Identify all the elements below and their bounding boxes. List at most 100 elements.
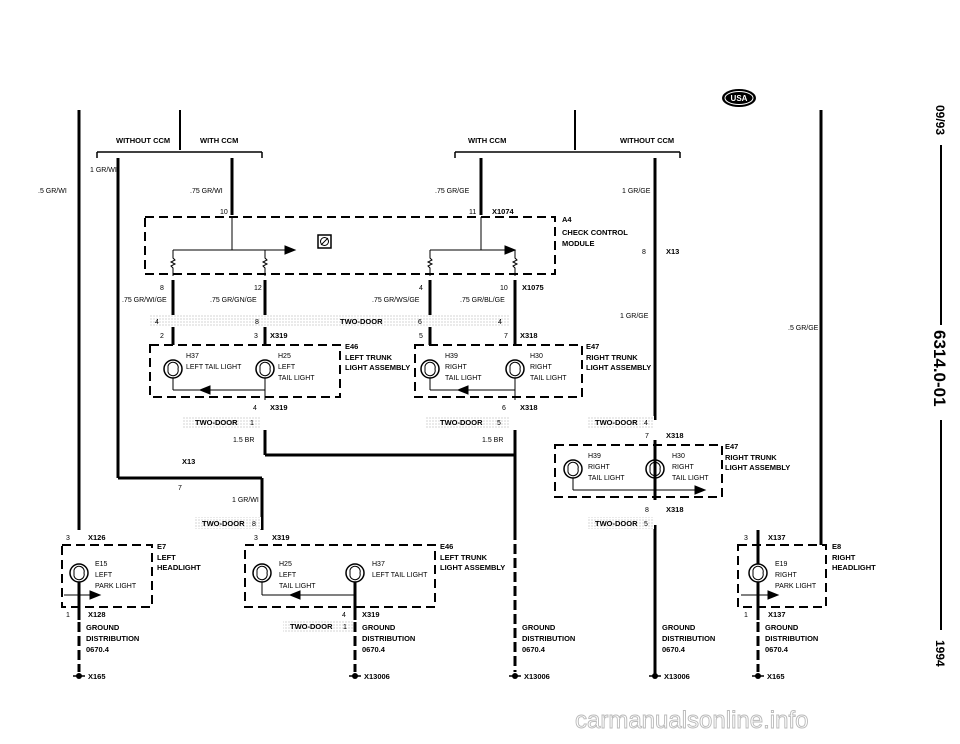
e47-id-mid: E47 (725, 442, 738, 451)
wire-left-br: 1.5 BR (233, 437, 254, 444)
gd2-line1: GROUND (362, 623, 396, 632)
side-date: 09/93 (933, 105, 947, 135)
wire-right-ccm: 1 GR/GE (622, 188, 651, 195)
module-icon (317, 234, 332, 249)
conn-x126: X126 (88, 533, 106, 542)
e46-line2-upper: LIGHT ASSEMBLY (345, 363, 410, 372)
usa-badge: USA (722, 89, 756, 107)
h30-line2-upper: TAIL LIGHT (530, 375, 567, 382)
gd3-line2: DISTRIBUTION (522, 634, 575, 643)
conn-x318-d: X318 (666, 505, 684, 514)
h39-line1-upper: RIGHT (445, 364, 468, 371)
wire-out4: .75 GR/WS/GE (372, 297, 420, 304)
h37-line1: LEFT TAIL LIGHT (186, 364, 242, 371)
module-line2: MODULE (562, 239, 595, 248)
e19-line1: RIGHT (775, 572, 798, 579)
band1-pin-d: 4 (498, 319, 502, 326)
e8-line2: HEADLIGHT (832, 563, 876, 572)
gnd-x165-right: X165 (767, 672, 785, 681)
band6-label: TWO-DOOR (595, 519, 638, 528)
gd3-line1: GROUND (522, 623, 556, 632)
e46-line2-lower: LIGHT ASSEMBLY (440, 563, 505, 572)
side-margin: 09/93 6314.0-01 1994 (930, 105, 949, 667)
brown-ground-wires (263, 430, 517, 530)
h30-line1-upper: RIGHT (530, 364, 553, 371)
gd2-line3: 0670.4 (362, 645, 386, 654)
conn-x13-top: X13 (666, 247, 679, 256)
pin-2: 2 (160, 333, 164, 340)
hdr-right-without: WITHOUT CCM (620, 136, 674, 145)
e46-id-lower: E46 (440, 542, 453, 551)
conn-x13-left: X13 (182, 457, 195, 466)
e8-line1: RIGHT (832, 553, 856, 562)
pin-8-x13: 8 (642, 249, 646, 256)
wire-left-main: .5 GR/WI (38, 188, 67, 195)
gnd-x13006-b: X13006 (524, 672, 550, 681)
h25-line2: TAIL LIGHT (278, 375, 315, 382)
pin-10: 10 (220, 209, 228, 216)
hdr-left-with: WITH CCM (200, 136, 238, 145)
conn-x318-c: X318 (666, 431, 684, 440)
watermark-text: carmanualsonline.info (575, 707, 808, 734)
e47-middle-box (554, 444, 723, 500)
pin-12: 12 (254, 285, 262, 292)
h25-line2-lower: TAIL LIGHT (279, 583, 316, 590)
conn-x319-c: X319 (272, 533, 290, 542)
band6-pin: 5 (644, 521, 648, 528)
pin-11: 11 (469, 209, 476, 216)
two-door-band-5 (195, 517, 261, 529)
pin-4: 4 (419, 285, 423, 292)
wire-out10: .75 GR/BL/GE (460, 297, 505, 304)
wire-right-mid: 1 GR/GE (620, 313, 649, 320)
two-door-band-6 (588, 517, 654, 529)
conn-x1075: X1075 (522, 283, 544, 292)
ground-stems (77, 530, 760, 672)
hdr-left-without: WITHOUT CCM (116, 136, 170, 145)
pin-1-x137: 1 (744, 612, 748, 619)
gnd-x13006-c: X13006 (664, 672, 690, 681)
h37-line1-lower: LEFT TAIL LIGHT (372, 572, 428, 579)
band1-label: TWO-DOOR (340, 317, 383, 326)
h25-line1: LEFT (278, 364, 296, 371)
gd5-line2: DISTRIBUTION (765, 634, 818, 643)
gd1-line2: DISTRIBUTION (86, 634, 139, 643)
pin-3: 3 (254, 333, 258, 340)
band3-pin: 5 (497, 420, 501, 427)
conn-x319-a: X319 (270, 331, 288, 340)
two-door-band-3 (425, 416, 510, 428)
wire-pin11: .75 GR/GE (435, 188, 470, 195)
e47-line2-upper: LIGHT ASSEMBLY (586, 363, 651, 372)
h39-id-mid: H39 (588, 453, 601, 460)
e8-box (737, 530, 827, 620)
e47-line1-upper: RIGHT TRUNK (586, 353, 638, 362)
pin-8: 8 (160, 285, 164, 292)
pin-4-x319-lower: 4 (342, 612, 346, 619)
gnd-x13006-a: X13006 (364, 672, 390, 681)
gd4-line2: DISTRIBUTION (662, 634, 715, 643)
pin-3-x126: 3 (66, 535, 70, 542)
pin-5: 5 (419, 333, 423, 340)
pin-8-x318: 8 (645, 507, 649, 514)
band7-pin: 1 (343, 624, 347, 631)
e15-line1: LEFT (95, 572, 113, 579)
band1-pin-b: 8 (255, 319, 259, 326)
module-id: A4 (562, 215, 572, 224)
band7-label: TWO-DOOR (290, 622, 333, 631)
wire-pin10: .75 GR/WI (190, 188, 223, 195)
h39-id-upper: H39 (445, 353, 458, 360)
wire-out8: .75 GR/WI/GE (122, 297, 167, 304)
e47-upper-box (414, 344, 583, 400)
band3-label: TWO-DOOR (440, 418, 483, 427)
conn-x319-d: X319 (362, 610, 380, 619)
band4-pin: 4 (644, 420, 648, 427)
usa-badge-text: USA (731, 94, 748, 103)
two-door-band-4 (588, 416, 654, 428)
wire-left-gr: 1 GR/WI (232, 497, 259, 504)
h39-line1-mid: RIGHT (588, 464, 611, 471)
two-door-band-top (150, 315, 510, 327)
h37-id-lower: H37 (372, 561, 385, 568)
band1-pin-c: 6 (418, 319, 422, 326)
e47-id-upper: E47 (586, 342, 599, 351)
gnd-x165-left: X165 (88, 672, 106, 681)
wire-left-ccm: 1 GR/WI (90, 167, 117, 174)
